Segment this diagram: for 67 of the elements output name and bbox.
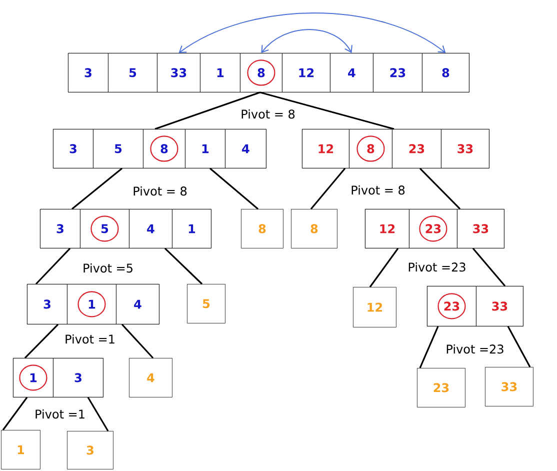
tree-branch	[121, 324, 154, 359]
array-cell: 4	[129, 209, 172, 248]
tree-branch	[310, 168, 346, 210]
tree-branch	[164, 248, 203, 285]
tree-branch	[87, 396, 109, 432]
swap-arrow	[261, 28, 352, 53]
array-cell	[143, 129, 186, 168]
tree-branch	[507, 326, 531, 368]
array-cell: 33	[457, 209, 504, 248]
array-cell: 3	[68, 53, 108, 92]
array-cell: 3	[27, 284, 68, 324]
array-cell: 4	[330, 53, 374, 92]
array-cell	[13, 358, 54, 398]
tree-branch	[209, 168, 259, 210]
tree-branch	[72, 168, 123, 210]
pivot-label: Pivot =1	[66, 334, 114, 344]
array-cell	[80, 209, 130, 248]
tree-branch	[369, 248, 399, 288]
array-cell: 1	[200, 53, 240, 92]
pivot-label: Pivot =1	[36, 409, 84, 419]
array-cell: 23	[392, 129, 442, 168]
number-box: 12	[353, 287, 396, 328]
tree-branch	[419, 168, 461, 210]
array-cell: 1	[172, 209, 212, 248]
array-cell: 23	[373, 53, 422, 92]
number-box: 1	[1, 430, 40, 470]
array-cell	[240, 53, 282, 92]
number-box: 3	[67, 431, 114, 470]
number-box: 8	[241, 209, 284, 248]
tree-branch	[154, 92, 260, 130]
tree-branch	[260, 92, 394, 130]
pivot-label: Pivot =23	[408, 262, 466, 272]
array-cell: 5	[93, 129, 144, 168]
array-cell: 33	[157, 53, 200, 92]
array-cell: 3	[40, 209, 80, 248]
pivot-label: Pivot = 8	[242, 109, 295, 119]
array-cell: 33	[476, 286, 524, 326]
number-box: 23	[417, 368, 466, 408]
array-cell	[349, 129, 392, 168]
array-cell: 12	[282, 53, 330, 92]
number-box: 4	[129, 358, 172, 398]
array-cell: 12	[302, 129, 350, 168]
array-cell: 5	[108, 53, 158, 92]
array-cell	[427, 286, 476, 326]
array-cell: 8	[422, 53, 470, 92]
array-cell: 1	[185, 129, 226, 168]
pivot-label: Pivot =23	[446, 344, 504, 354]
tree-branch	[24, 324, 59, 359]
tree-branch	[419, 326, 439, 368]
number-box: 5	[187, 284, 226, 324]
array-cell: 4	[225, 129, 266, 168]
array-cell: 3	[53, 358, 104, 398]
number-box: 33	[485, 367, 534, 406]
pivot-label: Pivot = 8	[352, 185, 405, 195]
number-box: 8	[291, 209, 338, 248]
array-cell	[67, 284, 116, 324]
pivot-label: Pivot = 8	[134, 186, 187, 196]
tree-branch	[472, 248, 506, 287]
swap-arrow	[178, 12, 446, 53]
array-cell: 4	[116, 284, 160, 324]
array-cell	[409, 209, 458, 248]
array-cell: 12	[365, 209, 410, 248]
array-cell: 3	[53, 129, 94, 168]
array-cell: 33	[441, 129, 490, 168]
tree-branch	[35, 248, 71, 285]
tree-branch	[2, 396, 28, 430]
pivot-label: Pivot =5	[84, 263, 132, 273]
